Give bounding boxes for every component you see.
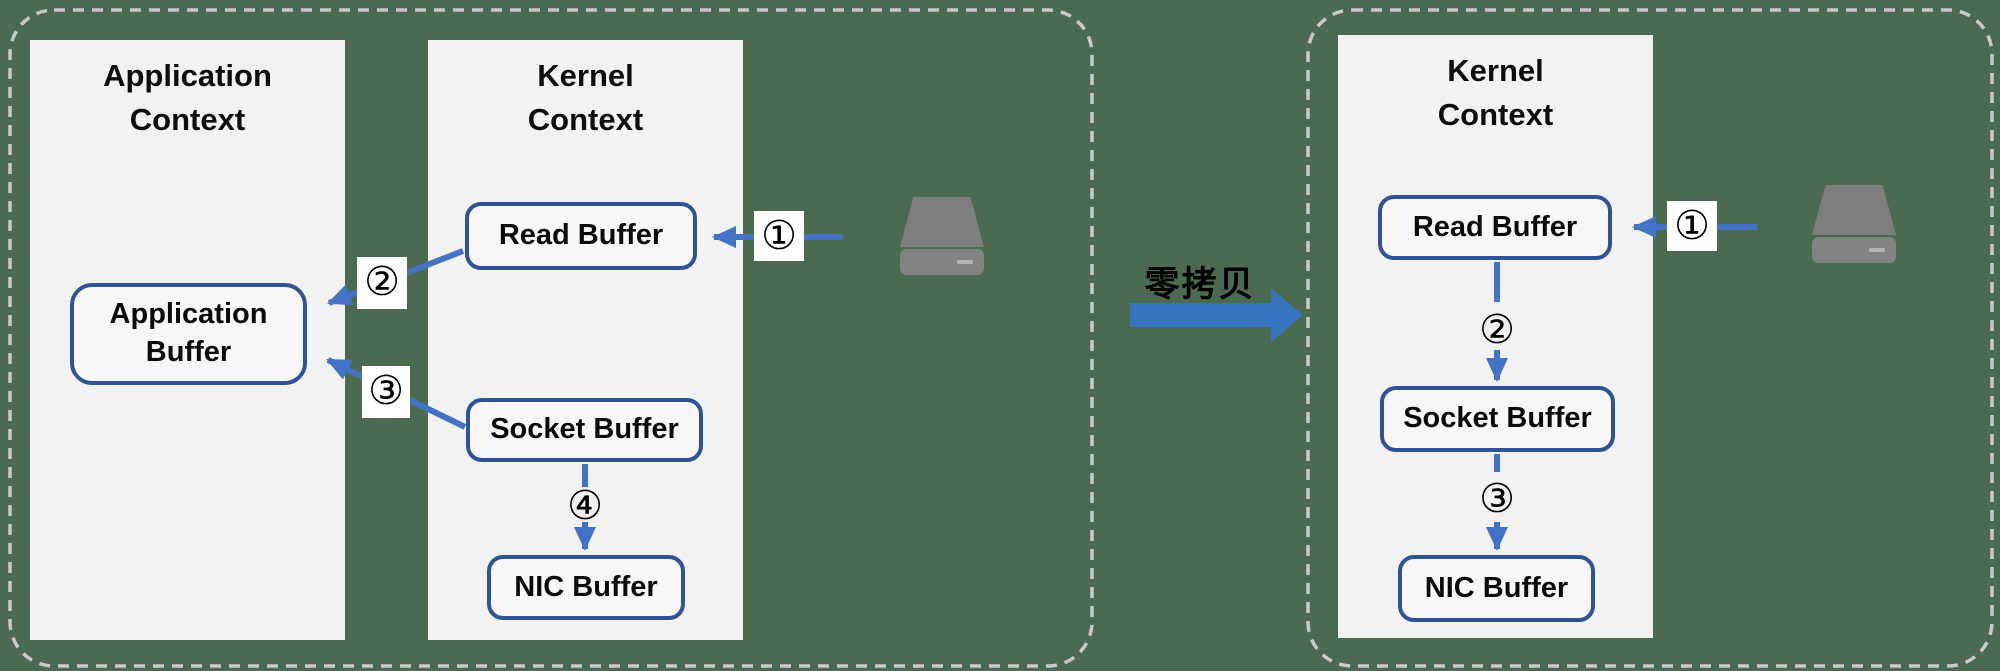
step-1-label-right: ① bbox=[1667, 201, 1717, 251]
step-3-label-left: ③ bbox=[362, 366, 410, 418]
socket-buffer-node-left: Socket Buffer bbox=[466, 398, 703, 462]
nic-buffer-node-left: NIC Buffer bbox=[487, 555, 685, 620]
kernel-context-title-right: Kernel Context bbox=[1437, 53, 1554, 133]
disk-led bbox=[957, 260, 973, 264]
step-1-label-left: ① bbox=[754, 211, 804, 261]
socket-buffer-node-right: Socket Buffer bbox=[1380, 386, 1615, 452]
step-2-label-right: ② bbox=[1479, 308, 1515, 352]
disk-top-shape bbox=[1812, 185, 1896, 235]
nic-buffer-node-right: NIC Buffer bbox=[1398, 555, 1595, 622]
disk-icon bbox=[1812, 185, 1896, 263]
disk-icon bbox=[900, 197, 984, 275]
step-2-label-left: ② bbox=[357, 257, 407, 309]
kernel-context-title-left: Kernel Context bbox=[527, 58, 644, 138]
disk-body-shape bbox=[1812, 237, 1896, 263]
disk-top-shape bbox=[900, 197, 984, 247]
kernel-context-panel-left: Kernel Context bbox=[428, 40, 743, 640]
application-context-title: Application Context bbox=[103, 58, 272, 138]
zero-copy-label: 零拷贝 bbox=[1144, 265, 1256, 304]
read-buffer-node-left: Read Buffer bbox=[465, 202, 697, 270]
step-4-label-left: ④ bbox=[567, 484, 603, 528]
read-buffer-node-right: Read Buffer bbox=[1378, 195, 1612, 260]
application-buffer-node: Application Buffer bbox=[70, 283, 307, 385]
disk-body-shape bbox=[900, 249, 984, 275]
step-3-label-right: ③ bbox=[1479, 477, 1515, 521]
disk-led bbox=[1869, 248, 1885, 252]
